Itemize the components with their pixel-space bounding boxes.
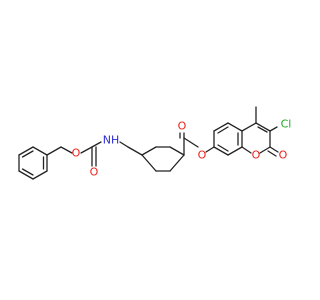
ether-oxygen-label: O <box>72 147 81 160</box>
molecule-canvas: O O NH O O O O Cl <box>18 106 292 180</box>
ester-oxygen-label: O <box>198 149 207 162</box>
svg-text:O: O <box>198 149 207 162</box>
svg-text:NH: NH <box>103 134 120 147</box>
carbamate-carbonyl-oxygen-label: O <box>90 166 99 179</box>
ester-carbonyl-oxygen-label: O <box>178 120 187 133</box>
coumarin-benzene-ring <box>213 122 243 156</box>
svg-text:O: O <box>90 166 99 179</box>
svg-text:O: O <box>72 147 81 160</box>
molecule-structure: O O NH O O O O Cl <box>18 106 292 180</box>
atom-labels: O O NH O O O O Cl <box>72 118 292 179</box>
chlorine-label: Cl <box>281 118 292 131</box>
pyranone-ring <box>241 122 271 154</box>
svg-text:O: O <box>279 149 288 162</box>
ring-oxygen-label: O <box>252 149 261 162</box>
cyclohexane-ring <box>141 146 185 172</box>
nh-label: NH <box>103 134 120 147</box>
svg-text:O: O <box>252 149 261 162</box>
lactone-carbonyl-oxygen-label: O <box>279 149 288 162</box>
svg-text:Cl: Cl <box>281 118 292 131</box>
svg-text:O: O <box>178 120 187 133</box>
benzyl-ring <box>18 146 48 180</box>
